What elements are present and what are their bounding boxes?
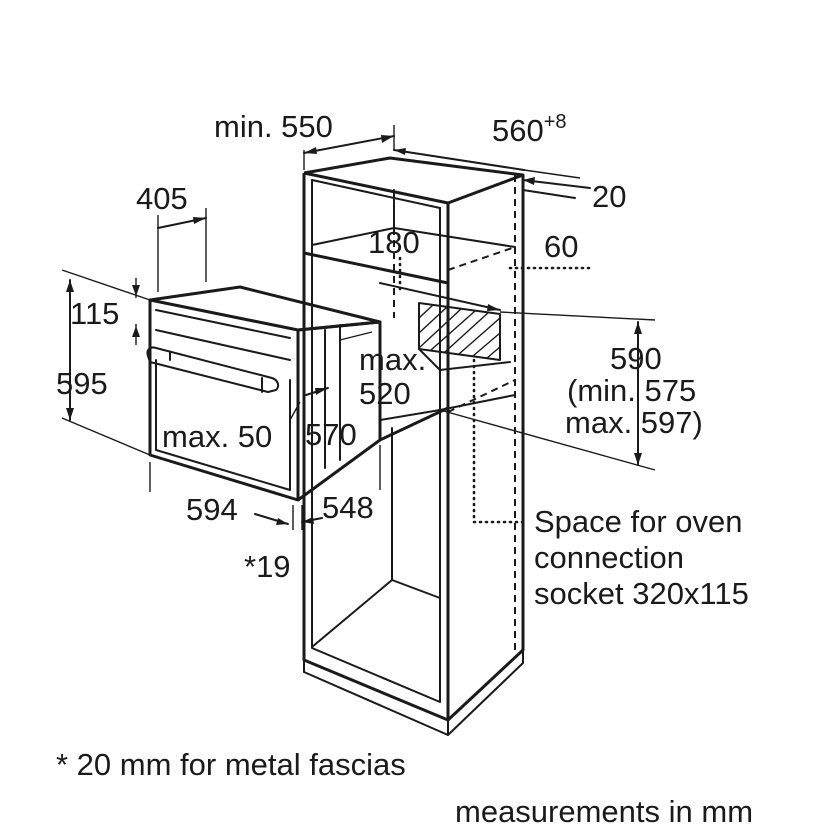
socket-shelf: [418, 348, 511, 371]
label-560: 560+8: [492, 111, 567, 148]
label-595: 595: [56, 366, 108, 401]
oven-top-trim: [155, 309, 291, 339]
label-405: 405: [136, 181, 188, 216]
hidden-edge-1: [447, 246, 516, 271]
dimension-lines: [61, 125, 656, 530]
socket-note-line-3: socket 320x115: [534, 576, 749, 611]
socket-note-line-2: connection: [534, 540, 684, 575]
oven-bay-floor-front: [379, 406, 449, 442]
labels: min. 550 560+8 20 405 180 60 115 max. 52…: [56, 109, 753, 829]
footnote: * 20 mm for metal fascias: [56, 747, 406, 782]
upper-shelf-front: [303, 251, 449, 285]
lower-floor: [311, 579, 441, 648]
label-star-19: *19: [244, 549, 291, 584]
cabinet: [302, 156, 525, 736]
label-min-550: min. 550: [214, 109, 333, 144]
oven-door: [155, 359, 291, 491]
cabinet-top-surface: [303, 156, 525, 205]
label-570: 570: [305, 417, 357, 452]
label-60: 60: [544, 229, 578, 264]
cabinet-front-left-edge: [302, 173, 450, 722]
units-note: measurements in mm: [455, 794, 753, 829]
oven: [146, 285, 382, 502]
control-panel-line: [155, 329, 291, 361]
label-560-tolerance: +8: [544, 111, 567, 133]
socket-hatching: [418, 304, 501, 359]
label-594: 594: [186, 492, 238, 527]
label-min-575: (min. 575: [567, 373, 696, 408]
socket-area: [418, 302, 501, 361]
label-520: 520: [359, 376, 411, 411]
cabinet-front-top-edge: [303, 171, 449, 205]
label-max-597: max. 597): [565, 405, 703, 440]
label-590: 590: [610, 341, 662, 376]
cabinet-inner-top: [311, 179, 441, 209]
label-180: 180: [368, 225, 420, 260]
label-115: 115: [70, 296, 119, 331]
label-max-50: max. 50: [162, 419, 272, 454]
label-548: 548: [322, 490, 374, 525]
label-max: max.: [359, 342, 426, 377]
hidden-edge-2: [447, 379, 516, 413]
label-20: 20: [592, 179, 626, 214]
oven-handle: [146, 346, 280, 393]
socket-note-line-1: Space for oven: [534, 504, 743, 539]
plinth: [303, 649, 524, 736]
